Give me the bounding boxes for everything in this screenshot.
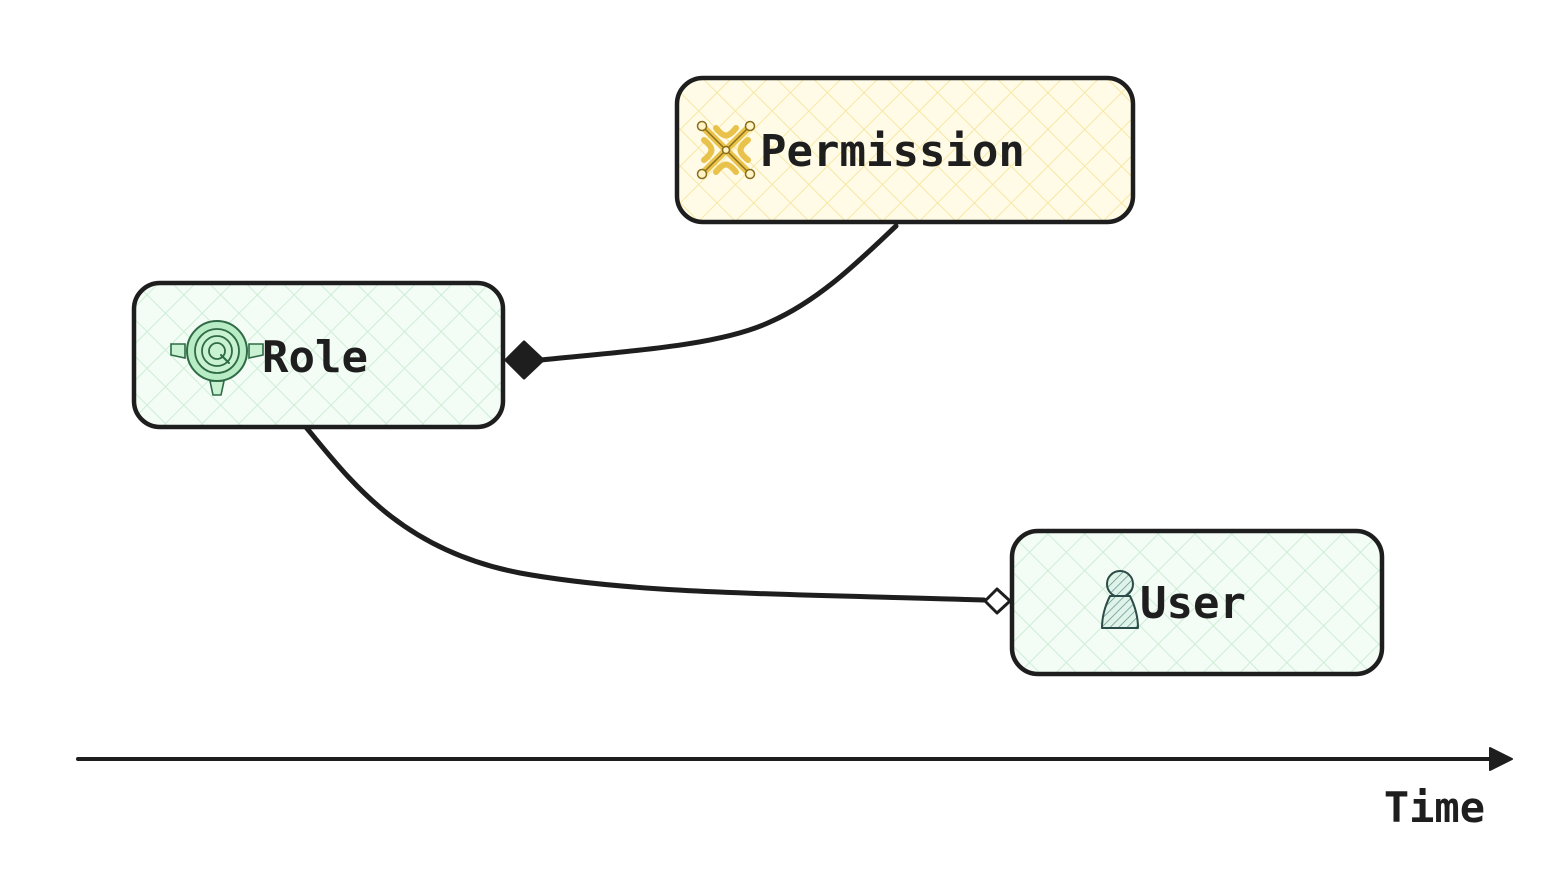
axis-arrowhead [1489, 747, 1513, 771]
filled-diamond-marker [504, 340, 545, 380]
permission-label: Permission [760, 126, 1025, 177]
cross-knot-icon [696, 120, 756, 180]
hollow-diamond-marker [983, 587, 1012, 615]
user-label: User [1140, 578, 1246, 629]
role-label: Role [262, 332, 368, 383]
user-pawn-icon [1101, 570, 1139, 629]
edge-role-permission [504, 223, 899, 380]
time-axis-label: Time [1384, 783, 1485, 832]
node-user[interactable]: User [1009, 528, 1385, 677]
radar-target-icon [170, 320, 264, 396]
edge-role-user [302, 423, 1012, 615]
node-permission[interactable]: Permission [674, 75, 1136, 225]
node-role[interactable]: Role [131, 280, 506, 430]
time-axis: Time [76, 747, 1513, 832]
